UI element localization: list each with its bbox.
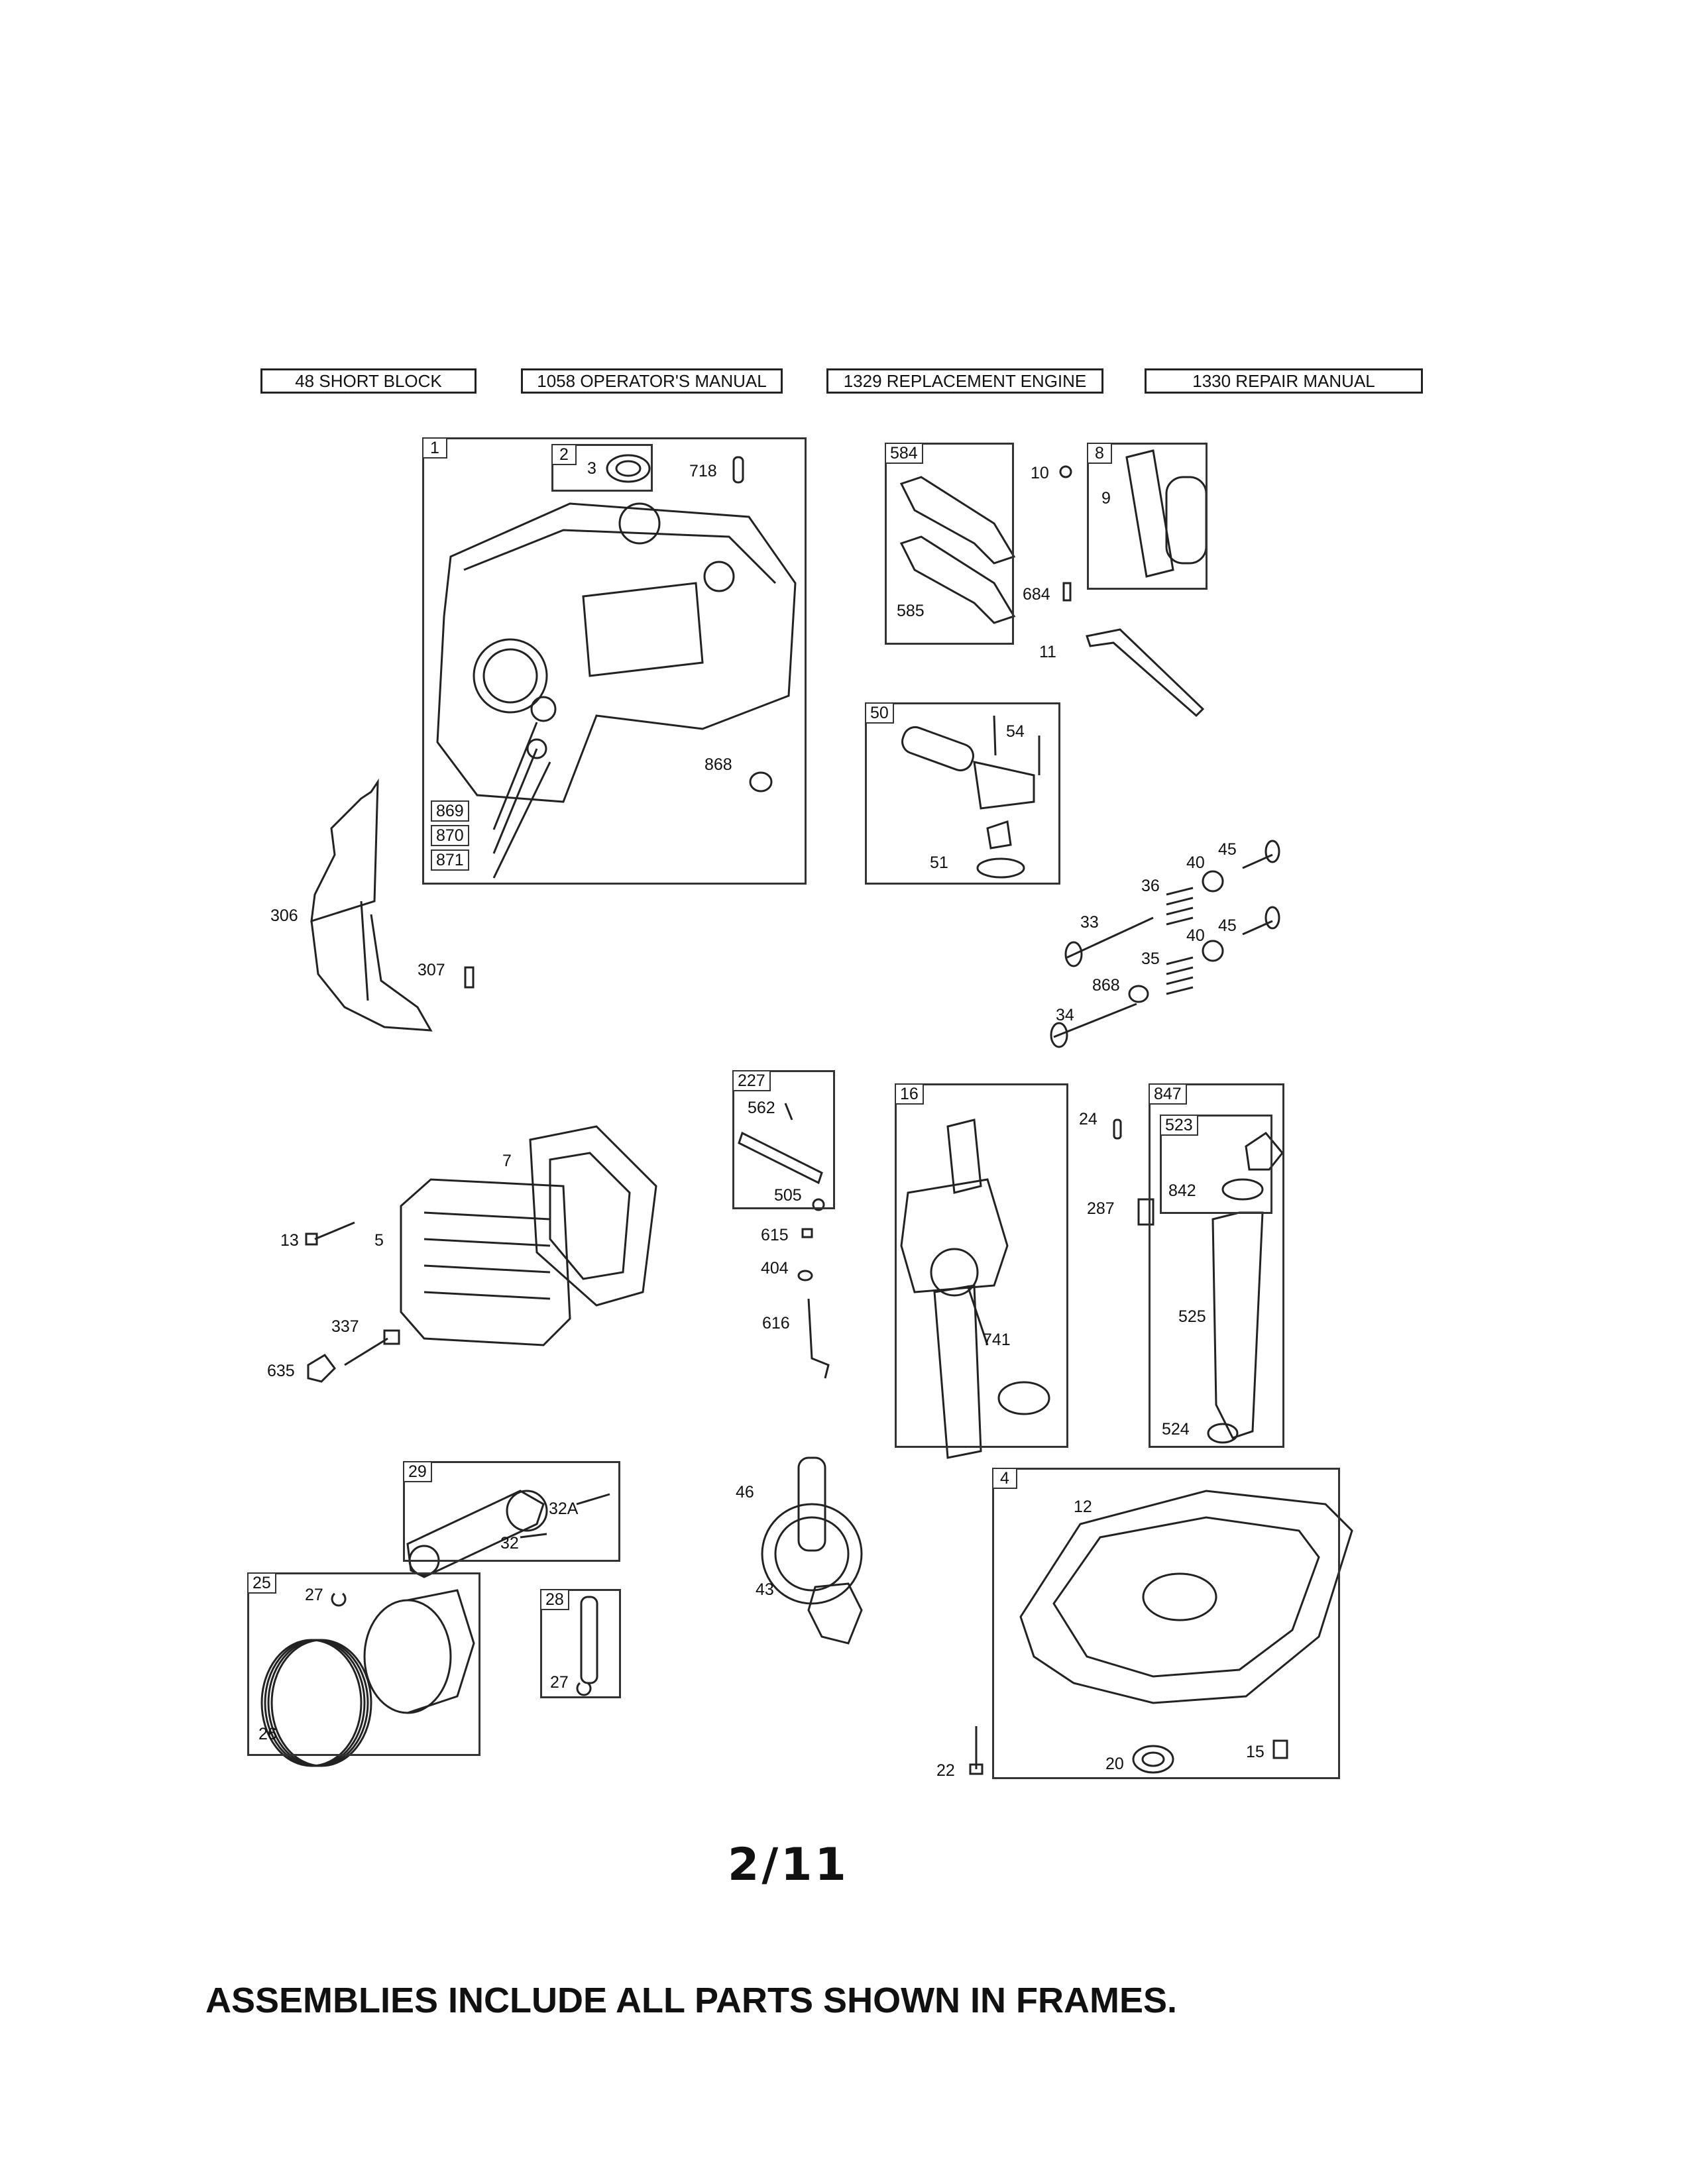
frame-label-29[interactable]: 29 (403, 1461, 432, 1482)
part-15[interactable]: 15 (1246, 1743, 1265, 1761)
part-9[interactable]: 9 (1101, 489, 1111, 508)
repair-manual-link[interactable]: 1330 REPAIR MANUAL (1145, 368, 1423, 394)
part-20[interactable]: 20 (1105, 1755, 1124, 1773)
frame-label-584[interactable]: 584 (885, 443, 923, 464)
cylinder-assembly-frame (422, 437, 807, 885)
part-40[interactable]: 40 (1186, 926, 1205, 945)
part-33[interactable]: 33 (1080, 913, 1099, 932)
part-505[interactable]: 505 (774, 1186, 802, 1205)
frame-label-8[interactable]: 8 (1087, 443, 1112, 464)
part-615[interactable]: 615 (761, 1226, 789, 1244)
assemblies-caption: ASSEMBLIES INCLUDE ALL PARTS SHOWN IN FR… (205, 1981, 1178, 2020)
part-306[interactable]: 306 (270, 906, 298, 925)
part-46[interactable]: 46 (736, 1483, 754, 1502)
part-307[interactable]: 307 (418, 961, 445, 979)
operators-manual-link[interactable]: 1058 OPERATOR'S MANUAL (521, 368, 783, 394)
part-287[interactable]: 287 (1087, 1199, 1115, 1218)
part-27[interactable]: 27 (305, 1586, 323, 1604)
part-741[interactable]: 741 (983, 1331, 1011, 1349)
part-32[interactable]: 32 (500, 1534, 519, 1553)
frame-label-227[interactable]: 227 (732, 1070, 771, 1091)
part-12[interactable]: 12 (1074, 1498, 1092, 1516)
frame-label-50[interactable]: 50 (865, 702, 894, 724)
cylinder-block-illustration (436, 502, 797, 879)
dipstick-frame (1149, 1083, 1284, 1448)
part-337[interactable]: 337 (331, 1317, 359, 1336)
replacement-engine-link[interactable]: 1329 REPLACEMENT ENGINE (826, 368, 1103, 394)
part-616[interactable]: 616 (762, 1314, 790, 1333)
part-32A[interactable]: 32A (549, 1500, 579, 1518)
part-635[interactable]: 635 (267, 1362, 295, 1380)
part-51[interactable]: 51 (930, 853, 948, 872)
part-868[interactable]: 868 (1092, 976, 1120, 995)
part-842[interactable]: 842 (1168, 1181, 1196, 1200)
cover-frame (1087, 443, 1208, 590)
frame-label-25[interactable]: 25 (247, 1572, 276, 1594)
frame-label-1[interactable]: 1 (422, 437, 447, 459)
part-404[interactable]: 404 (761, 1259, 789, 1278)
part-718[interactable]: 718 (689, 462, 717, 480)
part-684[interactable]: 684 (1023, 585, 1050, 604)
piston-pin-frame (540, 1589, 621, 1698)
dipstick-cap-frame (1160, 1115, 1272, 1214)
part-22[interactable]: 22 (936, 1761, 955, 1780)
frame-label-16[interactable]: 16 (895, 1083, 924, 1105)
part-525[interactable]: 525 (1178, 1307, 1206, 1326)
frame-label-869[interactable]: 869 (431, 800, 469, 822)
frame-label-28[interactable]: 28 (540, 1589, 569, 1610)
part-34[interactable]: 34 (1056, 1006, 1074, 1024)
part-27[interactable]: 27 (550, 1673, 569, 1692)
part-40[interactable]: 40 (1186, 853, 1205, 872)
part-585[interactable]: 585 (897, 602, 925, 620)
short-block-link[interactable]: 48 SHORT BLOCK (260, 368, 477, 394)
part-5[interactable]: 5 (374, 1231, 384, 1250)
frame-label-4[interactable]: 4 (992, 1468, 1017, 1489)
part-45[interactable]: 45 (1218, 916, 1237, 935)
sump-frame (992, 1468, 1340, 1779)
frame-label-847[interactable]: 847 (1149, 1083, 1187, 1105)
part-7[interactable]: 7 (502, 1152, 512, 1170)
frame-label-523[interactable]: 523 (1160, 1115, 1198, 1136)
frame-label-870[interactable]: 870 (431, 825, 469, 846)
part-11[interactable]: 11 (1039, 643, 1056, 661)
part-10[interactable]: 10 (1031, 464, 1049, 482)
part-3[interactable]: 3 (587, 459, 596, 478)
part-54[interactable]: 54 (1006, 722, 1025, 741)
part-524[interactable]: 524 (1162, 1420, 1190, 1439)
part-26[interactable]: 26 (258, 1725, 277, 1743)
page-number: 2/11 (728, 1839, 849, 1891)
part-562[interactable]: 562 (748, 1099, 775, 1117)
governor-frame (732, 1070, 835, 1209)
part-13[interactable]: 13 (280, 1231, 299, 1250)
intake-frame (865, 702, 1060, 885)
part-24[interactable]: 24 (1079, 1110, 1097, 1128)
frame-label-871[interactable]: 871 (431, 849, 469, 871)
piston-frame (247, 1572, 480, 1756)
gasket-frame (885, 443, 1014, 645)
frame-label-2[interactable]: 2 (551, 444, 577, 465)
crankshaft-frame (895, 1083, 1068, 1448)
part-36[interactable]: 36 (1141, 877, 1160, 895)
seal-frame (551, 444, 653, 492)
part-868[interactable]: 868 (704, 755, 732, 774)
connecting-rod-frame (403, 1461, 620, 1562)
part-43[interactable]: 43 (756, 1580, 774, 1599)
part-45[interactable]: 45 (1218, 840, 1237, 859)
part-35[interactable]: 35 (1141, 950, 1160, 968)
